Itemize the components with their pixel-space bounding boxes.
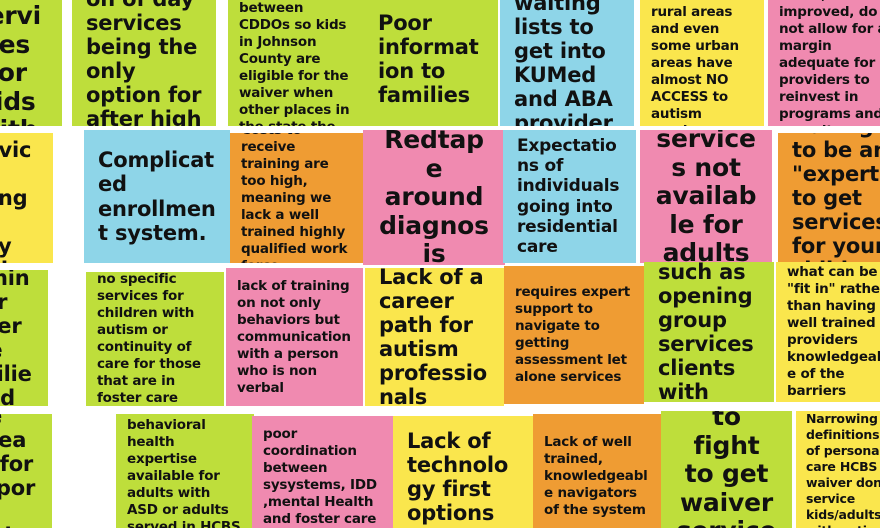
sticky-note[interactable]: Complicated enrollment system. — [84, 130, 230, 263]
sticky-note-text: Expectation of services being the only o… — [0, 137, 37, 263]
sticky-note[interactable]: Families in rural areas and even some ur… — [640, 0, 764, 126]
sticky-note-text: Expectations of individuals going into r… — [517, 136, 620, 257]
sticky-note-text: Transition services for kids with ASD — [0, 0, 42, 126]
sticky-note-text: Rural Kansas has to make due with what c… — [787, 262, 880, 402]
sticky-note-text: Lack of well trained, knowledgeable navi… — [544, 433, 648, 518]
sticky-note[interactable]: Narrowing definitions of personal care H… — [796, 411, 880, 528]
sticky-note[interactable]: Poor information to families — [364, 0, 498, 126]
sticky-note[interactable]: Poor consistency between CDDOs so kids i… — [228, 0, 366, 126]
sticky-note[interactable]: poor coordination between sysystems, IDD… — [252, 416, 393, 528]
sticky-note[interactable]: requires expert support to navigate to g… — [504, 266, 644, 404]
sticky-note[interactable]: Lack of well trained, knowledgeable navi… — [533, 414, 661, 528]
sticky-note-text: Service array, such as opening group ser… — [658, 262, 754, 402]
sticky-note[interactable]: Service array, such as opening group ser… — [644, 262, 774, 402]
sticky-note-text: Poor consistency between CDDOs so kids i… — [239, 0, 350, 126]
sticky-note-text: Expectation of day services being the on… — [86, 0, 202, 126]
sticky-note-text: Complicated enrollment system. — [98, 148, 216, 245]
sticky-note-text: Rates, while improved, do not allow for … — [779, 0, 880, 126]
sticky-note-text: lack of training on not only behaviors b… — [237, 277, 351, 396]
sticky-note[interactable]: Lack of technology first options — [393, 416, 533, 528]
sticky-note[interactable]: Having to be an "expert" to get services… — [778, 133, 880, 263]
sticky-note[interactable]: no specific services for children with a… — [86, 272, 224, 406]
sticky-note[interactable]: services not available for adults — [640, 130, 772, 263]
sticky-note-text: Families in rural areas and even some ur… — [651, 0, 739, 126]
sticky-note-text: services not available for adults — [655, 130, 757, 263]
sticky-note-text: Lack of a career path for autism profess… — [379, 268, 488, 406]
sticky-note-text: Having to be an "expert" to get services… — [792, 133, 880, 263]
sticky-note[interactable]: Rural Kansas has to make due with what c… — [776, 262, 880, 402]
sticky-note[interactable]: Expectation of day services being the on… — [72, 0, 216, 126]
sticky-note[interactable]: lack of training on not only behaviors b… — [226, 268, 363, 406]
sticky-note[interactable]: Expectations of individuals going into r… — [503, 130, 636, 263]
sticky-note-text: Having to fight to get waiver services — [677, 411, 777, 528]
sticky-note-text: Lack of training for foster care familie… — [0, 270, 32, 406]
sticky-note-text: Long waiting lists to get into KUMed and… — [514, 0, 613, 126]
sticky-note-text: Lack of rate increases for supported emp… — [0, 414, 36, 528]
sticky-note-text: poor coordination between sysystems, IDD… — [263, 426, 377, 527]
sticky-note-text: no specific services for children with a… — [97, 272, 201, 406]
sticky-note[interactable]: Lack of a career path for autism profess… — [365, 268, 504, 406]
sticky-note-text: requires expert support to navigate to g… — [515, 284, 631, 385]
sticky-note[interactable]: Rates, while improved, do not allow for … — [768, 0, 880, 126]
sticky-note-text: Poor information to families — [378, 10, 479, 108]
sticky-note[interactable]: Having to fight to get waiver services — [661, 411, 792, 528]
sticky-note-text: Narrowing definitions of personal care H… — [806, 411, 880, 528]
sticky-note-text: Lack of behavioral health expertise avai… — [127, 414, 241, 528]
sticky-note-text: Costs to receive training are too high, … — [241, 133, 348, 263]
sticky-note-text: Lack of technology first options — [407, 428, 509, 526]
sticky-note[interactable]: Lack of behavioral health expertise avai… — [116, 414, 254, 528]
sticky-note[interactable]: Lack of training for foster care familie… — [0, 270, 48, 406]
sticky-note[interactable]: Costs to receive training are too high, … — [230, 133, 363, 263]
sticky-note[interactable]: Long waiting lists to get into KUMed and… — [500, 0, 634, 126]
sticky-note[interactable]: Transition services for kids with ASD — [0, 0, 62, 126]
sticky-note[interactable]: Lack of rate increases for supported emp… — [0, 414, 52, 528]
sticky-note[interactable]: Expectation of services being the only o… — [0, 133, 53, 263]
sticky-note[interactable]: Redtape around diagnosis — [363, 130, 505, 265]
sticky-note-text: Redtape around diagnosis — [379, 130, 489, 265]
